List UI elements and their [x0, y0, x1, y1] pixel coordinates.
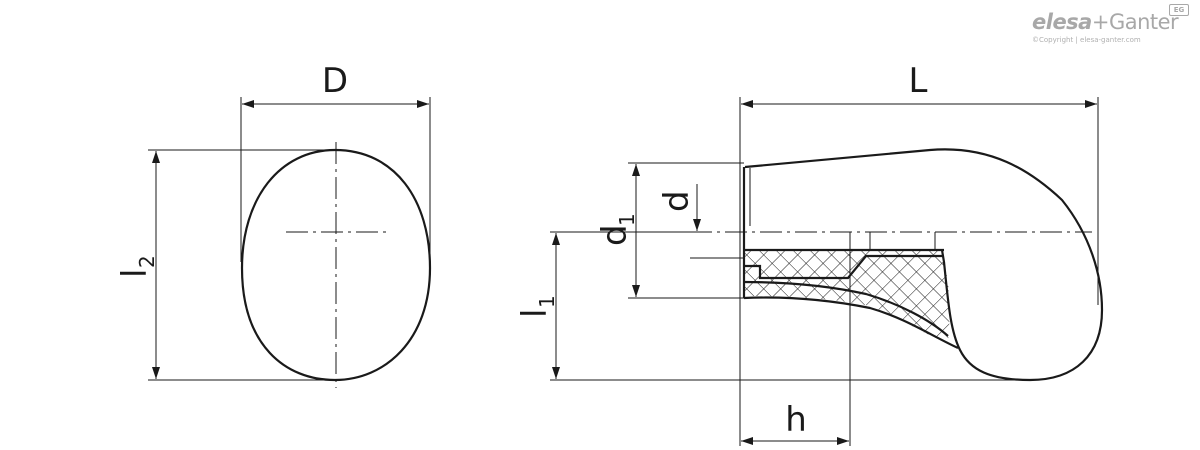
svg-text:2: 2: [135, 255, 159, 268]
side-view: L d 1 d l 1 h: [515, 61, 1104, 446]
end-view: D l 2: [115, 61, 432, 388]
d1-label: d 1: [595, 213, 639, 246]
svg-text:1: 1: [615, 213, 639, 226]
d-label: d: [657, 190, 697, 212]
section-inner-edge: [743, 280, 949, 337]
insert-outline: [744, 254, 944, 280]
L-label: L: [909, 61, 928, 101]
l1-label: l 1: [515, 295, 559, 318]
logo-copyright: ©Copyright | elesa-ganter.com: [1032, 36, 1141, 44]
svg-text:d: d: [595, 224, 635, 246]
h-label: h: [785, 400, 807, 440]
elesa-ganter-logo: elesa+Ganter EG ©Copyright | elesa-gante…: [1032, 4, 1192, 46]
svg-text:1: 1: [535, 295, 559, 308]
svg-text:l: l: [115, 269, 155, 278]
l2-label: l 2: [115, 255, 159, 278]
D-label: D: [322, 61, 348, 101]
section-outer-edge: [743, 296, 959, 349]
svg-text:l: l: [515, 309, 555, 318]
logo-badge: EG: [1169, 4, 1189, 16]
logo-wordmark: elesa+Ganter: [1032, 10, 1179, 34]
section-hatching: [744, 250, 950, 342]
knob-outline: [744, 148, 1104, 382]
